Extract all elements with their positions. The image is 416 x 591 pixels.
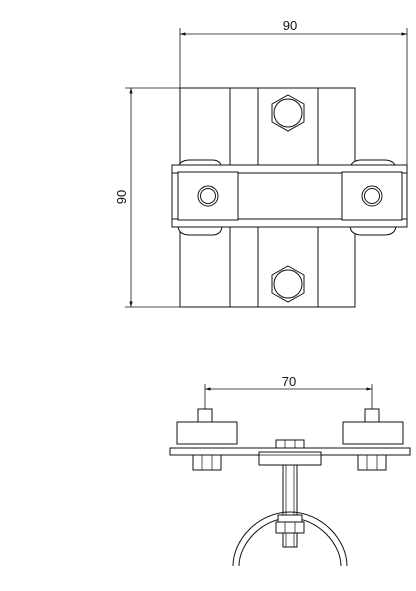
dim-label-width: 90 — [283, 18, 297, 33]
hex-bolt-top — [271, 94, 305, 132]
hex-bolt-bottom-washer — [273, 269, 303, 299]
axle-bolt-right-inner — [364, 188, 380, 204]
nut-left — [192, 454, 222, 471]
center-nut-top — [275, 439, 305, 449]
top-view: 90 90 — [114, 18, 408, 308]
rod-washer — [277, 514, 303, 523]
center-bracket — [258, 451, 322, 466]
dim-label-bolt-spacing: 70 — [282, 374, 296, 389]
hex-bolt-top-washer — [273, 98, 303, 128]
threaded-rod — [282, 464, 298, 548]
wheel-block-left — [176, 421, 238, 445]
wheel-block-right — [342, 421, 404, 445]
wheel-plate-right — [341, 171, 403, 221]
dim-label-height: 90 — [114, 190, 129, 204]
axle-bolt-left — [197, 185, 219, 207]
rod-nut — [275, 521, 305, 534]
axle-bolt-right — [361, 185, 383, 207]
nut-right — [357, 454, 387, 471]
hex-bolt-bottom — [271, 265, 305, 303]
axle-bolt-left-inner — [200, 188, 216, 204]
pipe-outer — [232, 511, 348, 567]
front-view: 70 — [169, 374, 411, 567]
wheel-plate-left — [177, 171, 239, 221]
